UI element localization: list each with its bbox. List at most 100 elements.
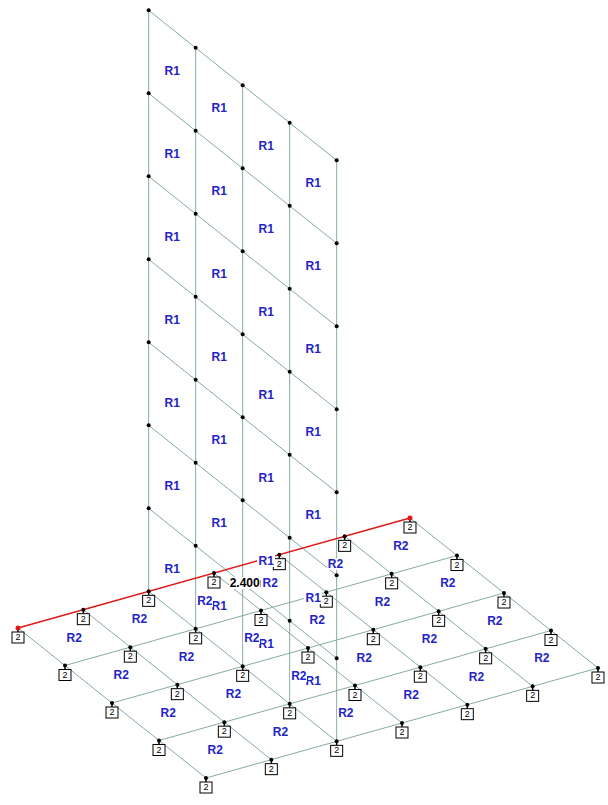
wall-region-label: R1 bbox=[210, 351, 227, 363]
wall-gridline bbox=[149, 176, 337, 326]
support-symbol bbox=[433, 615, 445, 626]
mesh-node bbox=[407, 516, 412, 521]
mesh-node bbox=[531, 684, 535, 688]
mesh-node bbox=[16, 626, 20, 630]
support-number: 2 bbox=[324, 597, 329, 606]
slab-region-label: R2 bbox=[196, 595, 213, 607]
mesh-node bbox=[147, 257, 151, 261]
wall-gridline bbox=[149, 10, 337, 160]
support-number: 2 bbox=[418, 672, 423, 681]
support-number: 2 bbox=[156, 746, 161, 755]
support-number: 2 bbox=[530, 691, 535, 700]
support-symbol bbox=[265, 764, 277, 775]
support-number: 2 bbox=[211, 578, 216, 587]
mesh-node bbox=[502, 591, 506, 595]
support-symbol bbox=[59, 670, 71, 681]
wall-gridline bbox=[195, 48, 196, 629]
support-symbol bbox=[461, 709, 473, 720]
mesh-node bbox=[241, 498, 245, 502]
slab-region-label: R2 bbox=[261, 577, 278, 589]
wall-region-label: R1 bbox=[257, 140, 274, 152]
mesh-node bbox=[335, 241, 339, 245]
mesh-node bbox=[335, 490, 339, 494]
support-symbol bbox=[480, 653, 492, 664]
support-number: 2 bbox=[334, 746, 339, 755]
slab-region-label: R2 bbox=[337, 707, 354, 719]
mesh-node bbox=[335, 407, 339, 411]
mesh-node bbox=[371, 628, 375, 632]
wall-region-label: R1 bbox=[257, 389, 274, 401]
mesh-node bbox=[335, 158, 339, 162]
mesh-node bbox=[288, 370, 292, 374]
support-symbol bbox=[190, 633, 202, 644]
slab-gridline bbox=[18, 628, 206, 778]
mesh-node bbox=[400, 721, 404, 725]
wall-gridline bbox=[336, 160, 337, 741]
wall-gridline bbox=[148, 10, 149, 591]
support-number: 2 bbox=[465, 710, 470, 719]
support-symbol bbox=[237, 670, 249, 681]
slab-region-label: R2 bbox=[290, 670, 307, 682]
slab-region-label: R2 bbox=[206, 744, 223, 756]
mesh-node bbox=[549, 629, 553, 633]
mesh-node bbox=[335, 656, 339, 660]
mesh-node bbox=[241, 249, 245, 253]
mesh-node bbox=[408, 516, 412, 520]
mesh-node bbox=[335, 573, 339, 577]
mesh-node bbox=[110, 701, 114, 705]
slab-region-label: R2 bbox=[533, 652, 550, 664]
support-number: 2 bbox=[371, 635, 376, 644]
slab-region-label: R2 bbox=[178, 651, 195, 663]
mesh-node bbox=[241, 664, 245, 668]
mesh-node bbox=[390, 572, 394, 576]
support-symbol bbox=[77, 614, 89, 625]
support-symbol bbox=[302, 652, 314, 663]
support-number: 2 bbox=[175, 690, 180, 699]
support-symbol bbox=[273, 559, 285, 570]
support-symbol bbox=[200, 782, 212, 793]
slab-region-label: R2 bbox=[439, 577, 456, 589]
mesh-node bbox=[147, 340, 151, 344]
slab-region-label: R2 bbox=[327, 558, 344, 570]
mesh-node bbox=[324, 590, 328, 594]
slab-region-label: R2 bbox=[486, 615, 503, 627]
mesh-node bbox=[241, 415, 245, 419]
support-number: 2 bbox=[399, 728, 404, 737]
support-symbol bbox=[171, 689, 183, 700]
support-symbol bbox=[153, 745, 165, 756]
dimension-line bbox=[18, 518, 410, 628]
wall-region-label: R1 bbox=[304, 509, 321, 521]
wall-gridline bbox=[149, 342, 337, 492]
mesh-node bbox=[335, 324, 339, 328]
mesh-node bbox=[288, 702, 292, 706]
mesh-node bbox=[288, 121, 292, 125]
support-symbol bbox=[106, 707, 118, 718]
support-number: 2 bbox=[15, 633, 20, 642]
slab-region-label: R2 bbox=[308, 614, 325, 626]
support-number: 2 bbox=[407, 523, 412, 532]
mesh-node bbox=[269, 758, 273, 762]
wall-region-label: R1 bbox=[304, 260, 321, 272]
mesh-node bbox=[241, 166, 245, 170]
slab-region-label: R2 bbox=[243, 632, 260, 644]
mesh-node bbox=[194, 46, 198, 50]
support-symbol bbox=[527, 690, 539, 701]
support-symbol bbox=[320, 596, 332, 607]
mesh-node bbox=[288, 619, 292, 623]
support-symbol bbox=[218, 726, 230, 737]
mesh-node bbox=[335, 739, 339, 743]
support-symbol bbox=[592, 672, 604, 683]
support-number: 2 bbox=[109, 708, 114, 717]
wall-region-label: R1 bbox=[257, 472, 274, 484]
support-number: 2 bbox=[389, 579, 394, 588]
wall-region-label: R1 bbox=[163, 563, 180, 575]
mesh-node bbox=[277, 553, 281, 557]
support-number: 2 bbox=[595, 673, 600, 682]
wall-gridline bbox=[149, 93, 337, 243]
mesh-node bbox=[194, 544, 198, 548]
mesh-node bbox=[353, 684, 357, 688]
support-symbol bbox=[451, 560, 463, 571]
slab-gridline bbox=[410, 518, 598, 668]
support-symbol bbox=[404, 522, 416, 533]
slab-region-label: R2 bbox=[374, 596, 391, 608]
